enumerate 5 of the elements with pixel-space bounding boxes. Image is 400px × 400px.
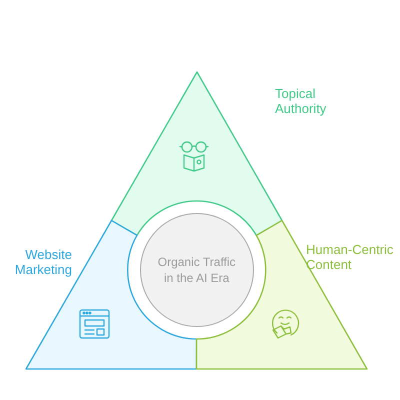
center-circle <box>140 213 254 327</box>
segment-label: Website Marketing <box>14 247 72 277</box>
segment-label: Human-Centric Content <box>306 242 394 272</box>
segment-label: Topical Authority <box>275 86 328 116</box>
center-label: Organic Traffic in the AI Era <box>156 254 237 286</box>
